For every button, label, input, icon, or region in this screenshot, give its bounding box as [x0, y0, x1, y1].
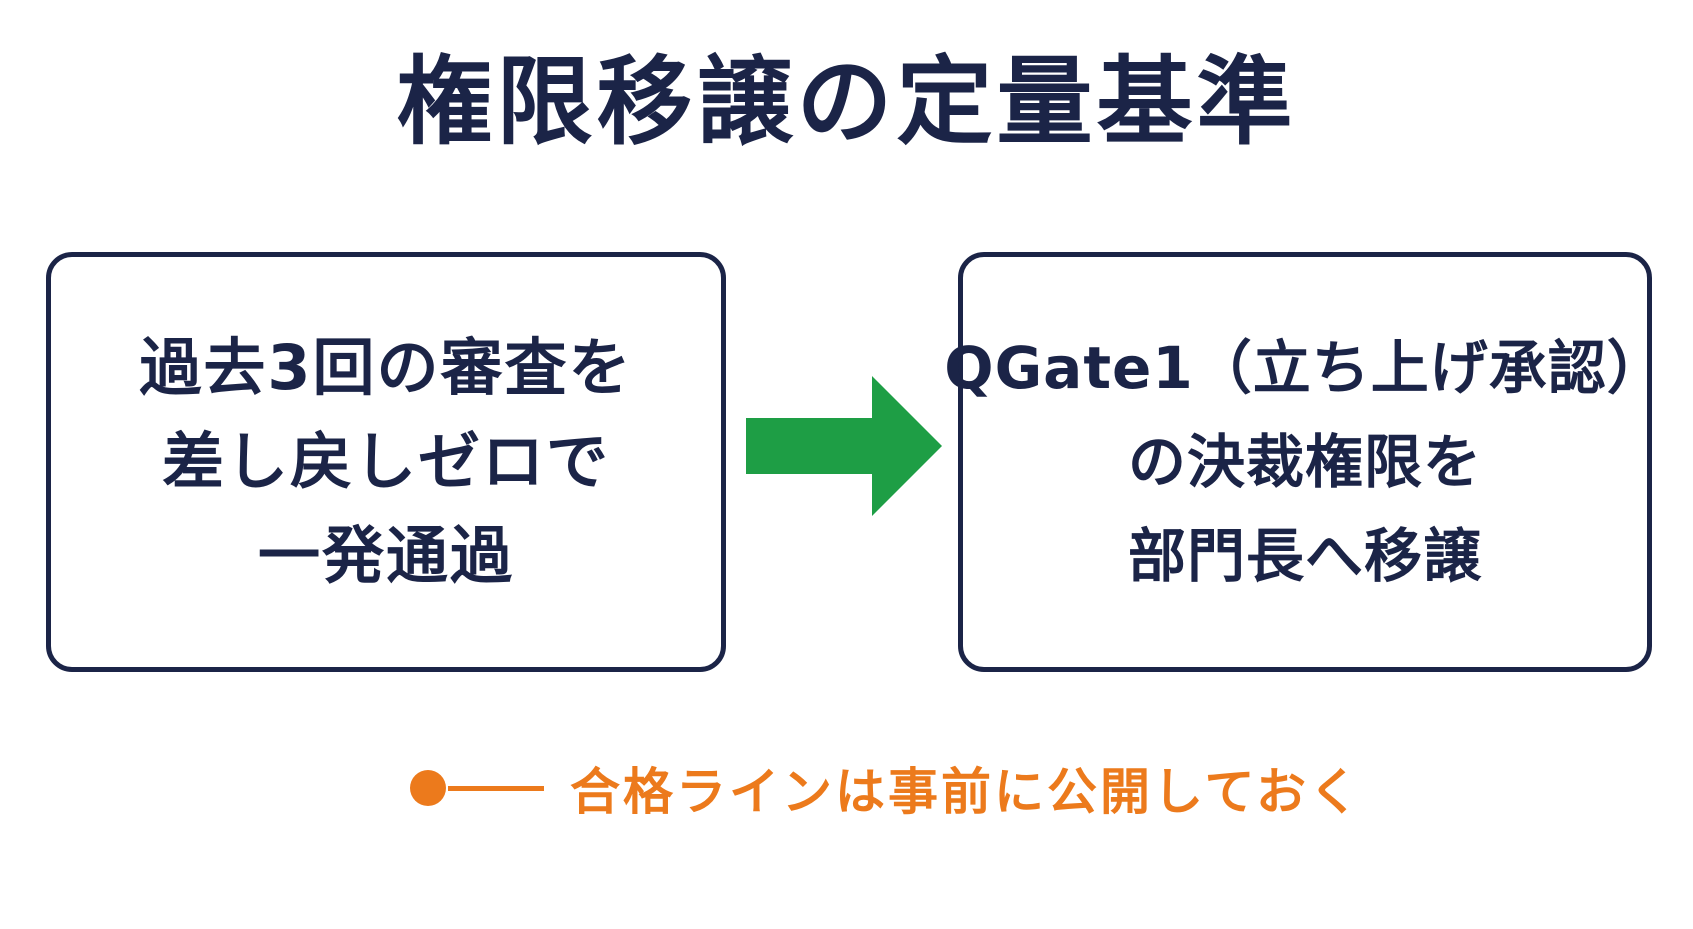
result-line-2: の決裁権限を — [1127, 428, 1482, 496]
right-arrow-icon — [746, 376, 942, 516]
page-title: 権限移譲の定量基準 — [396, 46, 1297, 158]
result-box: QGate1（立ち上げ承認） の決裁権限を 部門長へ移譲 — [944, 252, 1665, 672]
result-line-1: QGate1（立ち上げ承認） — [944, 334, 1666, 402]
condition-line-3: 一発通過 — [257, 519, 514, 592]
arrow-shape — [746, 376, 942, 516]
condition-line-2: 差し戻しゼロで — [161, 425, 610, 498]
condition-box: 過去3回の審査を 差し戻しゼロで 一発通過 — [46, 252, 726, 672]
result-line-3: 部門長へ移譲 — [1127, 522, 1482, 590]
orange-dot-icon — [410, 770, 446, 806]
note-text: 合格ラインは事前に公開しておく — [570, 763, 1362, 821]
condition-line-1: 過去3回の審査を — [139, 331, 633, 404]
note-callout: 合格ラインは事前に公開しておく — [410, 756, 1362, 821]
leader-line — [448, 785, 544, 791]
